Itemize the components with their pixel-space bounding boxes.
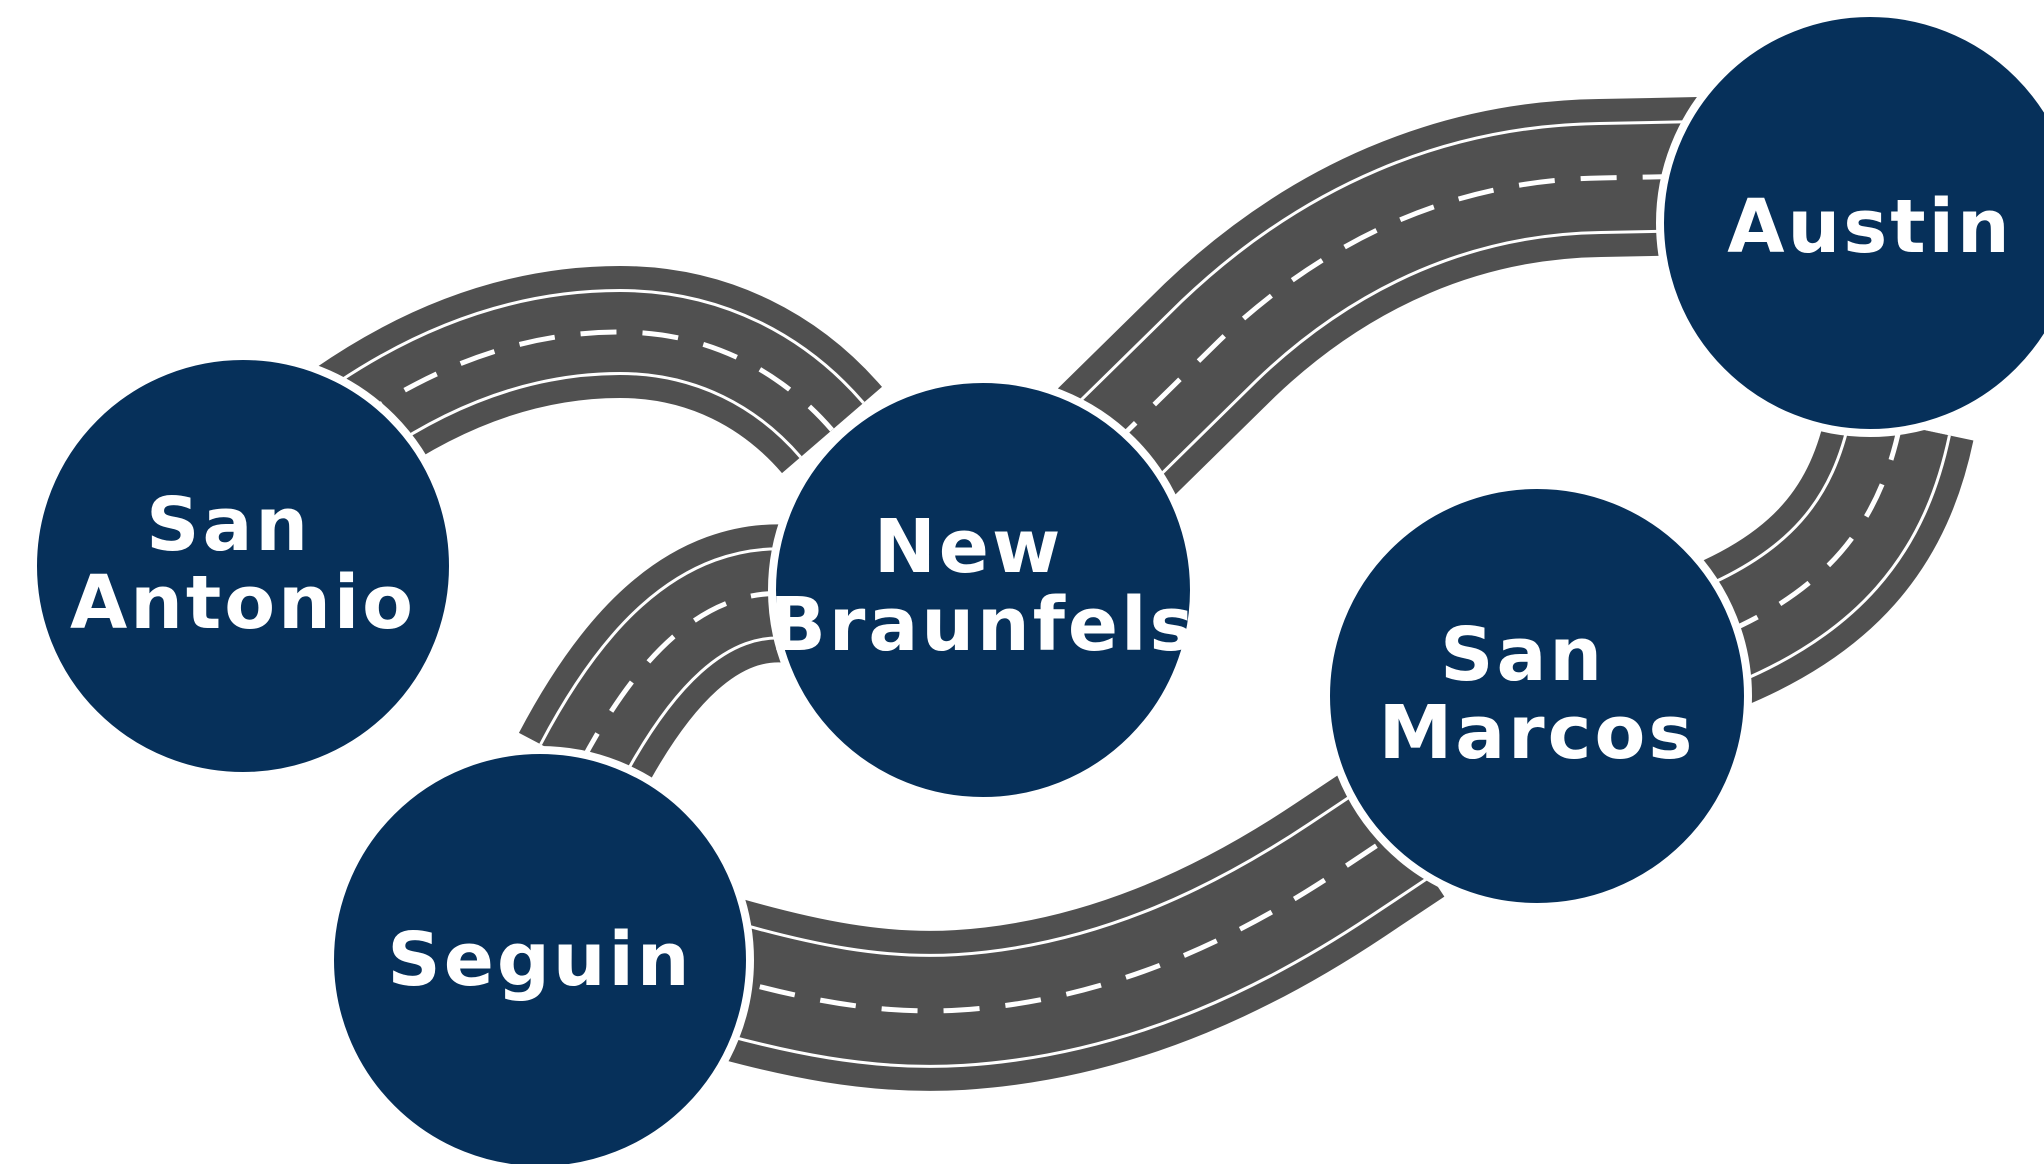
road-center-dash [1108, 173, 1701, 450]
city-circle [29, 352, 457, 780]
city-label-line: Austin [1727, 184, 2012, 270]
road-san-antonio-to-new-braunfels [314, 265, 882, 478]
city-circle [1656, 9, 2044, 437]
road-seguin-to-new-braunfels [518, 524, 811, 798]
city-label-line: Antonio [70, 560, 416, 646]
city-san-marcos: San Marcos [1322, 481, 1752, 911]
city-label: San Antonio [70, 482, 416, 646]
city-seguin: Seguin [326, 746, 754, 1164]
city-circle [768, 375, 1198, 805]
city-circle [326, 746, 754, 1164]
city-austin: Austin [1656, 9, 2044, 437]
road-seguin-to-san-marcos [677, 763, 1445, 1091]
city-circle [1322, 481, 1752, 911]
city-label-line: New [874, 504, 1063, 590]
road-center-dash [350, 329, 834, 432]
road-center-dash [577, 590, 801, 767]
city-san-antonio: San Antonio [29, 352, 457, 780]
city-label: San Marcos [1379, 612, 1696, 776]
city-label-line: San [146, 482, 311, 568]
city-label-line: San [1440, 612, 1605, 698]
road-new-braunfels-to-austin [1054, 97, 1702, 505]
city-new-braunfels: New Braunfels [768, 375, 1198, 805]
city-label-line: Seguin [387, 917, 692, 1003]
city-label: New Braunfels [770, 504, 1197, 668]
city-label: Seguin [387, 917, 692, 1003]
city-label: Austin [1727, 184, 2012, 270]
road-center-dash [699, 827, 1402, 1014]
city-label-line: Braunfels [770, 582, 1197, 668]
city-label-line: Marcos [1379, 690, 1696, 776]
